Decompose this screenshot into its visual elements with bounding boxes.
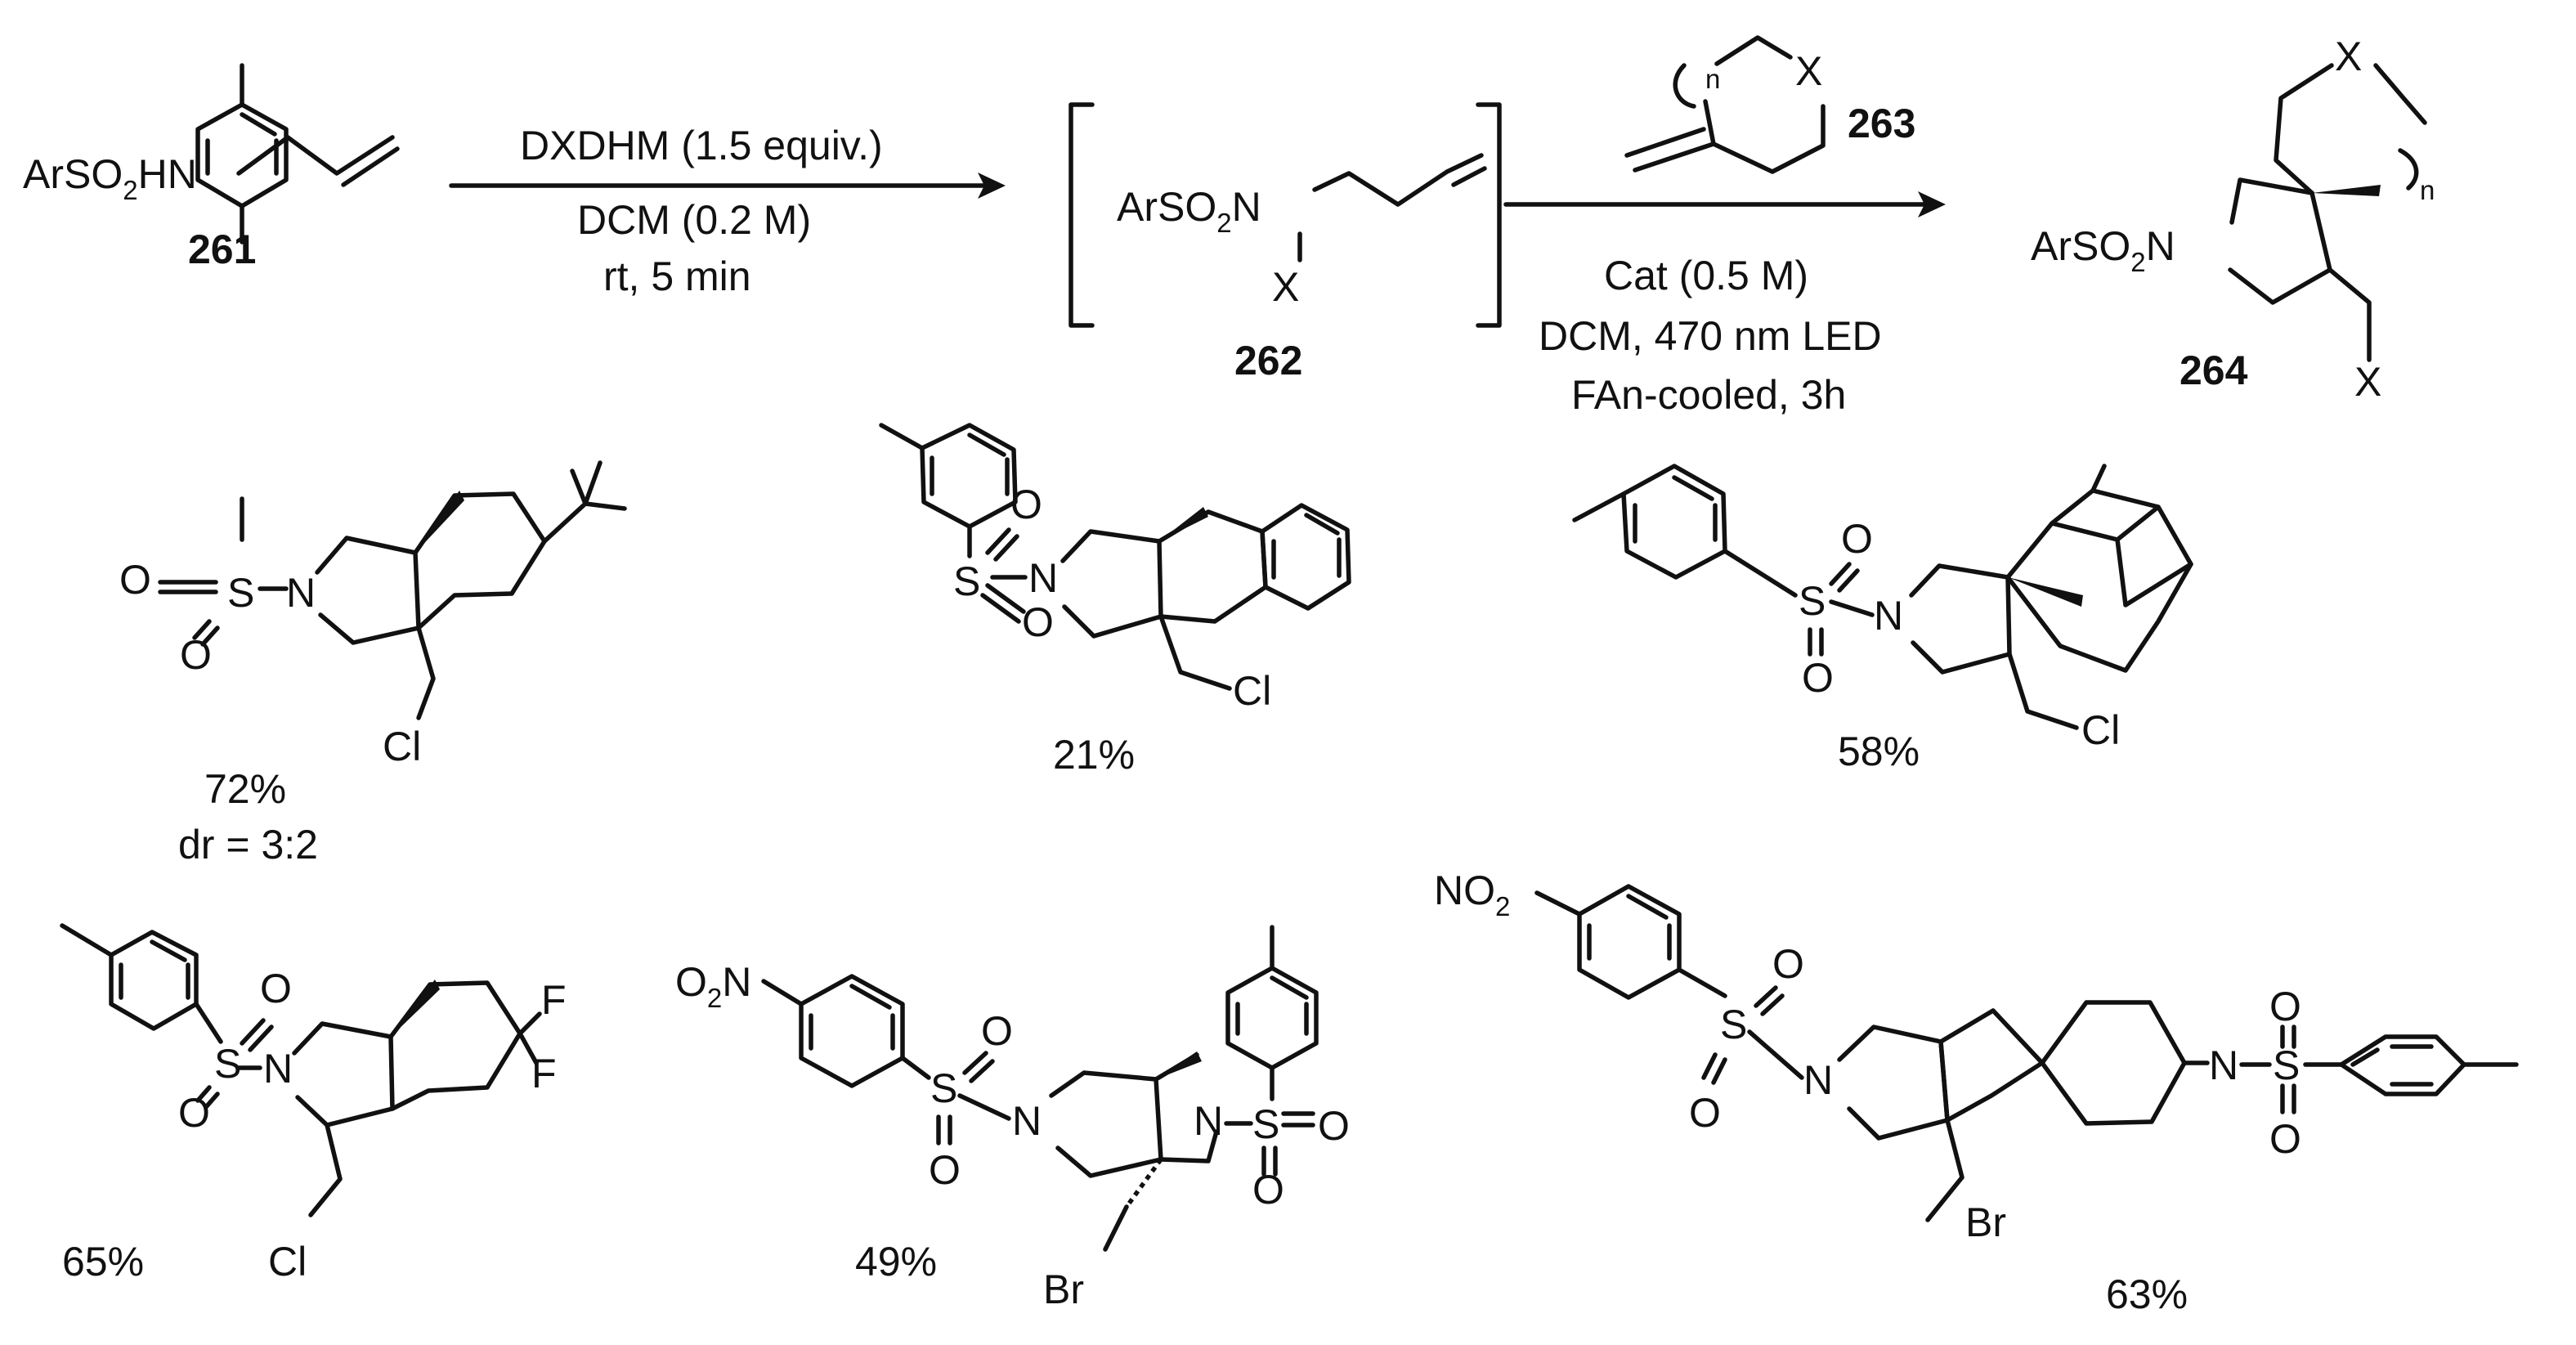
svg-text:X: X bbox=[2354, 359, 2381, 405]
svg-text:O: O bbox=[1802, 655, 1834, 701]
svg-text:rt, 5 min: rt, 5 min bbox=[603, 253, 751, 299]
product-264: ArSO2N X X n 264 bbox=[2031, 34, 2435, 405]
svg-text:S: S bbox=[2273, 1042, 2300, 1088]
svg-text:S: S bbox=[1252, 1101, 1279, 1147]
svg-text:ArSO2N: ArSO2N bbox=[1117, 184, 1261, 238]
compound-2: S O O N Cl 21% bbox=[879, 423, 1351, 778]
reaction-arrow-1: DXDHM (1.5 equiv.) DCM (0.2 M) rt, 5 min bbox=[449, 123, 1006, 299]
compound-number-261: 261 bbox=[188, 226, 256, 272]
alkene-263: n X 263 bbox=[1624, 35, 1915, 174]
svg-text:DCM (0.2 M): DCM (0.2 M) bbox=[577, 197, 811, 243]
svg-text:O: O bbox=[1010, 482, 1042, 527]
svg-text:O: O bbox=[2269, 1116, 2301, 1162]
svg-text:X: X bbox=[2335, 34, 2362, 79]
svg-text:N: N bbox=[1874, 593, 1903, 639]
intermediate-262: ArSO2N X 262 bbox=[1068, 102, 1502, 383]
svg-text:Br: Br bbox=[1965, 1199, 2006, 1245]
compound-5: O2N S O O N N S O O Br 49% bbox=[675, 925, 1350, 1312]
svg-text:S: S bbox=[953, 558, 980, 604]
svg-text:ArSO2N: ArSO2N bbox=[2031, 223, 2175, 277]
svg-text:O: O bbox=[929, 1147, 961, 1193]
svg-text:Br: Br bbox=[1043, 1267, 1084, 1312]
svg-text:O: O bbox=[1318, 1103, 1350, 1149]
svg-text:O: O bbox=[260, 966, 292, 1011]
svg-text:NO2: NO2 bbox=[1434, 868, 1510, 921]
svg-text:S: S bbox=[930, 1065, 957, 1111]
svg-text:72%: 72% bbox=[204, 766, 286, 812]
svg-text:O: O bbox=[981, 1008, 1013, 1054]
svg-text:49%: 49% bbox=[855, 1239, 937, 1284]
svg-text:Cl: Cl bbox=[383, 724, 421, 769]
svg-text:N: N bbox=[263, 1046, 293, 1092]
compound-number-263: 263 bbox=[1848, 101, 1915, 146]
svg-text:N: N bbox=[1028, 555, 1058, 601]
starting-material-261: ArSO2HN 261 bbox=[23, 135, 400, 272]
svg-text:S: S bbox=[214, 1041, 241, 1087]
svg-text:O: O bbox=[1841, 516, 1873, 562]
svg-text:F: F bbox=[541, 977, 567, 1023]
svg-text:n: n bbox=[1705, 64, 1720, 94]
svg-text:58%: 58% bbox=[1838, 729, 1920, 774]
svg-text:O2N: O2N bbox=[675, 959, 751, 1013]
svg-text:S: S bbox=[1799, 578, 1826, 624]
svg-text:63%: 63% bbox=[2106, 1271, 2188, 1317]
svg-text:Cl: Cl bbox=[268, 1239, 307, 1284]
svg-text:O: O bbox=[1689, 1090, 1721, 1136]
svg-text:DCM, 470 nm LED: DCM, 470 nm LED bbox=[1539, 313, 1882, 359]
compound-4: S O O N F F Cl 65% bbox=[60, 923, 567, 1284]
svg-text:dr = 3:2: dr = 3:2 bbox=[178, 822, 318, 868]
svg-text:n: n bbox=[2420, 175, 2435, 205]
compound-number-264: 264 bbox=[2180, 347, 2248, 393]
compound-6: NO2 S O O N N S O O Br 63% bbox=[1434, 868, 2519, 1317]
svg-text:65%: 65% bbox=[62, 1239, 144, 1284]
compound-3: S O O N Cl 58% bbox=[1572, 464, 2193, 774]
svg-text:N: N bbox=[1803, 1057, 1833, 1103]
reaction-arrow-2: n X 263 Cat (0.5 M) DCM, 470 nm LED FAn-… bbox=[1503, 35, 1946, 418]
svg-text:N: N bbox=[2209, 1042, 2238, 1088]
compound-1: S O O N Cl 72% dr = 3:2 bbox=[119, 63, 627, 868]
svg-text:F: F bbox=[531, 1051, 557, 1096]
svg-text:O: O bbox=[119, 557, 151, 603]
svg-text:Cat (0.5 M): Cat (0.5 M) bbox=[1604, 253, 1808, 298]
svg-text:O: O bbox=[1772, 941, 1804, 987]
svg-text:O: O bbox=[178, 1090, 210, 1136]
svg-text:N: N bbox=[1012, 1098, 1042, 1144]
svg-text:S: S bbox=[227, 570, 254, 616]
svg-text:DXDHM (1.5 equiv.): DXDHM (1.5 equiv.) bbox=[520, 123, 883, 168]
svg-text:S: S bbox=[1720, 1002, 1747, 1047]
svg-text:ArSO2HN: ArSO2HN bbox=[23, 151, 197, 205]
svg-text:Cl: Cl bbox=[1233, 668, 1271, 714]
svg-text:O: O bbox=[2269, 984, 2301, 1029]
svg-text:X: X bbox=[1272, 264, 1299, 310]
svg-text:O: O bbox=[1022, 599, 1054, 645]
svg-text:X: X bbox=[1795, 48, 1822, 94]
svg-text:FAn-cooled, 3h: FAn-cooled, 3h bbox=[1571, 372, 1846, 418]
svg-text:N: N bbox=[286, 570, 316, 616]
svg-text:21%: 21% bbox=[1053, 732, 1135, 778]
compound-number-262: 262 bbox=[1234, 338, 1302, 383]
svg-text:O: O bbox=[1252, 1167, 1284, 1213]
svg-text:Cl: Cl bbox=[2081, 707, 2120, 753]
svg-text:N: N bbox=[1194, 1098, 1223, 1144]
